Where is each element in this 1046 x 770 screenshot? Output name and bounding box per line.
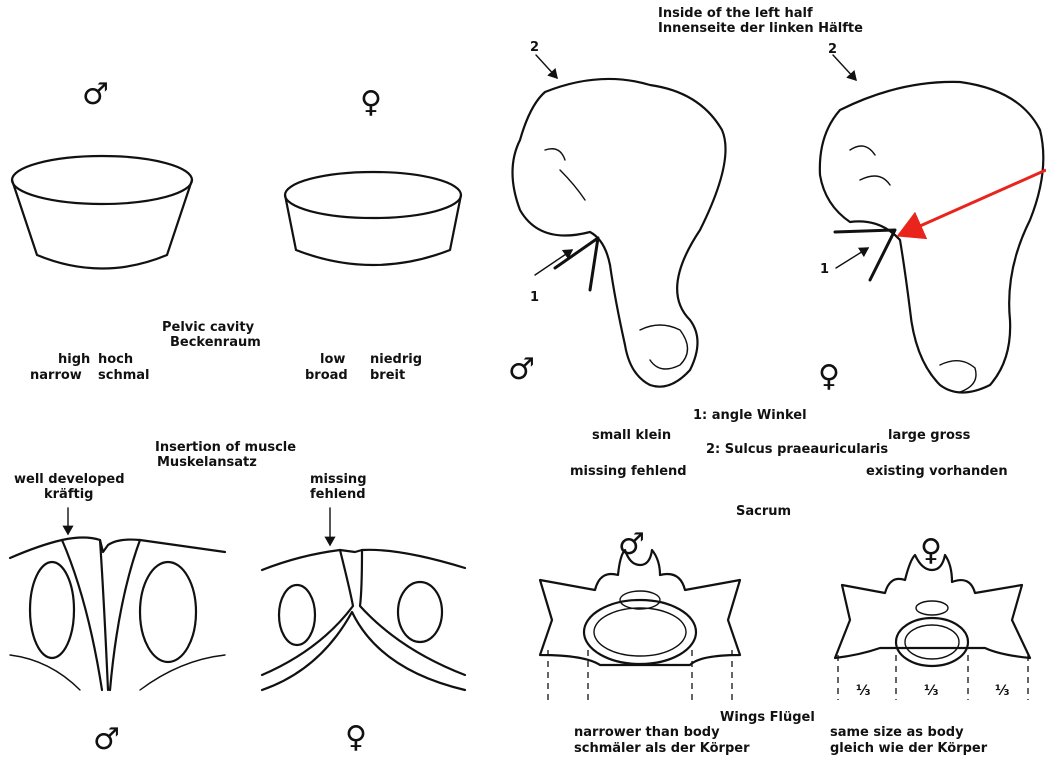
male-cavity-high: high xyxy=(58,352,90,367)
female-cavity-niedrig: niedrig xyxy=(370,352,422,367)
male-cavity-schmal: schmal xyxy=(98,368,149,383)
male-cavity-narrow: narrow xyxy=(30,368,82,383)
male-pelvic-cavity-bowl xyxy=(12,156,192,269)
female-muscle-insertion-drawing xyxy=(262,550,465,690)
female-sulcus-label: existing vorhanden xyxy=(866,464,1008,479)
male-marker-1: 1 xyxy=(530,290,539,305)
male-marker-2: 2 xyxy=(530,40,539,55)
female-sacrum-drawing xyxy=(835,555,1030,700)
female-pelvic-cavity-bowl xyxy=(285,172,461,265)
female-cavity-breit: breit xyxy=(370,368,405,383)
female-wings-de: gleich wie der Körper xyxy=(830,741,987,756)
muscle-title-en: Insertion of muscle xyxy=(155,440,296,455)
female-symbol-sacrum: ♀ xyxy=(920,536,942,566)
female-symbol-pelvic-cavity: ♀ xyxy=(360,88,382,118)
pelvic-cavity-title-de: Beckenraum xyxy=(170,335,261,350)
female-cavity-broad: broad xyxy=(305,368,348,383)
female-symbol-muscle: ♀ xyxy=(345,723,367,753)
male-symbol-pelvic-cavity: ♂ xyxy=(82,80,109,110)
male-wings-de: schmäler als der Körper xyxy=(574,741,750,756)
sacrum-third-middle: ⅓ xyxy=(924,684,939,699)
sacrum-title: Sacrum xyxy=(736,504,791,519)
male-wings-en: narrower than body xyxy=(574,725,720,740)
male-muscle-de: kräftig xyxy=(44,487,93,502)
muscle-title-de: Muskelansatz xyxy=(157,455,257,470)
female-cavity-low: low xyxy=(320,352,345,367)
female-symbol-hip-bone: ♀ xyxy=(818,362,840,392)
male-muscle-insertion-drawing xyxy=(10,538,225,691)
female-angle-label: large gross xyxy=(888,428,970,443)
female-muscle-en: missing xyxy=(310,472,367,487)
female-marker-2: 2 xyxy=(828,42,837,57)
legend-sulcus: 2: Sulcus praeauricularis xyxy=(706,442,888,457)
male-hip-bone-drawing xyxy=(513,55,726,387)
female-muscle-de: fehlend xyxy=(310,487,366,502)
male-symbol-muscle: ♂ xyxy=(93,725,120,755)
sacrum-third-left: ⅓ xyxy=(856,684,871,699)
male-angle-label: small klein xyxy=(592,428,671,443)
legend-angle: 1: angle Winkel xyxy=(693,408,807,423)
inside-half-title-de: Innenseite der linken Hälfte xyxy=(658,21,863,36)
wings-title: Wings Flügel xyxy=(720,710,815,725)
male-sulcus-label: missing fehlend xyxy=(570,464,687,479)
male-symbol-hip-bone: ♂ xyxy=(508,355,535,385)
inside-half-title-en: Inside of the left half xyxy=(658,6,813,21)
female-hip-bone-drawing xyxy=(820,55,1044,393)
pelvic-cavity-title-en: Pelvic cavity xyxy=(162,320,254,335)
sacrum-third-right: ⅓ xyxy=(995,684,1010,699)
male-sacrum-drawing xyxy=(540,550,740,700)
male-muscle-en: well developed xyxy=(14,472,125,487)
male-symbol-sacrum: ♂ xyxy=(618,530,645,560)
red-annotation-arrow xyxy=(902,170,1046,234)
male-cavity-hoch: hoch xyxy=(98,352,133,367)
female-marker-1: 1 xyxy=(820,262,829,277)
female-wings-en: same size as body xyxy=(830,725,964,740)
